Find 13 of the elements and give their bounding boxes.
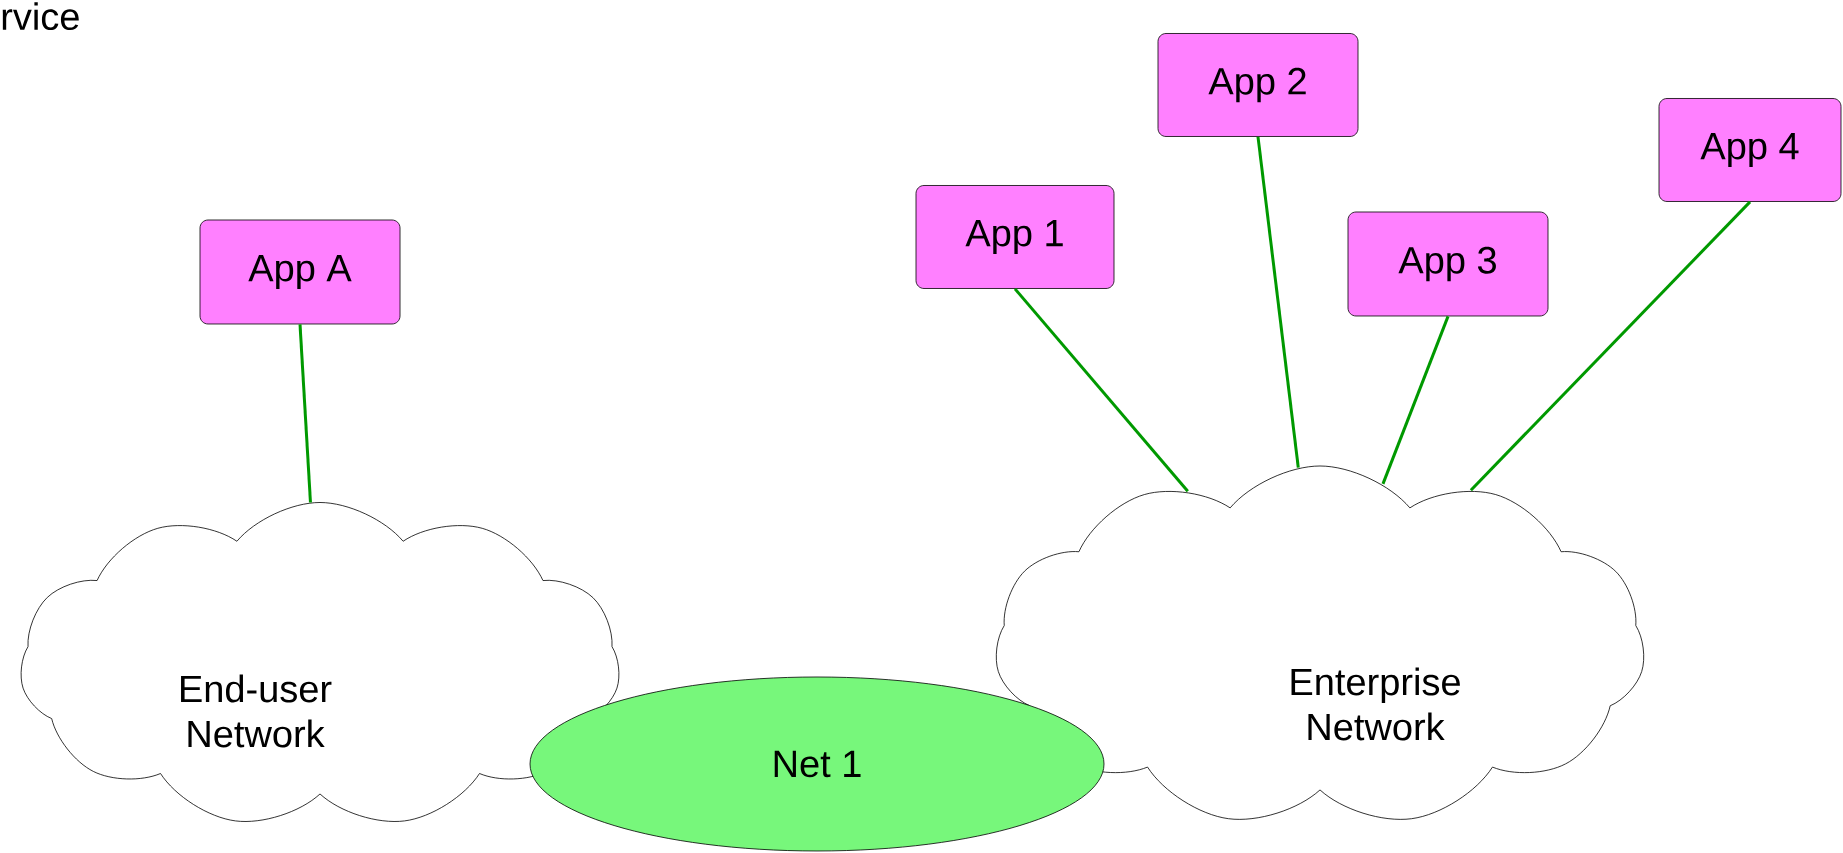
app-box: App 1 <box>915 185 1115 289</box>
connector-line <box>1256 136 1300 468</box>
connector-line <box>1013 287 1189 493</box>
network-cloud: End-user Network <box>20 502 620 822</box>
app-box: App 4 <box>1658 98 1842 202</box>
app-box: App 2 <box>1157 33 1359 137</box>
connector-line <box>298 324 312 503</box>
connector-line <box>1469 200 1752 492</box>
app-box: App 3 <box>1347 211 1549 317</box>
heading-text: rvice <box>2 2 79 31</box>
network-cloud: Enterprise Network <box>995 465 1645 820</box>
connector-line <box>1381 315 1450 485</box>
app-box: App A <box>199 219 401 325</box>
